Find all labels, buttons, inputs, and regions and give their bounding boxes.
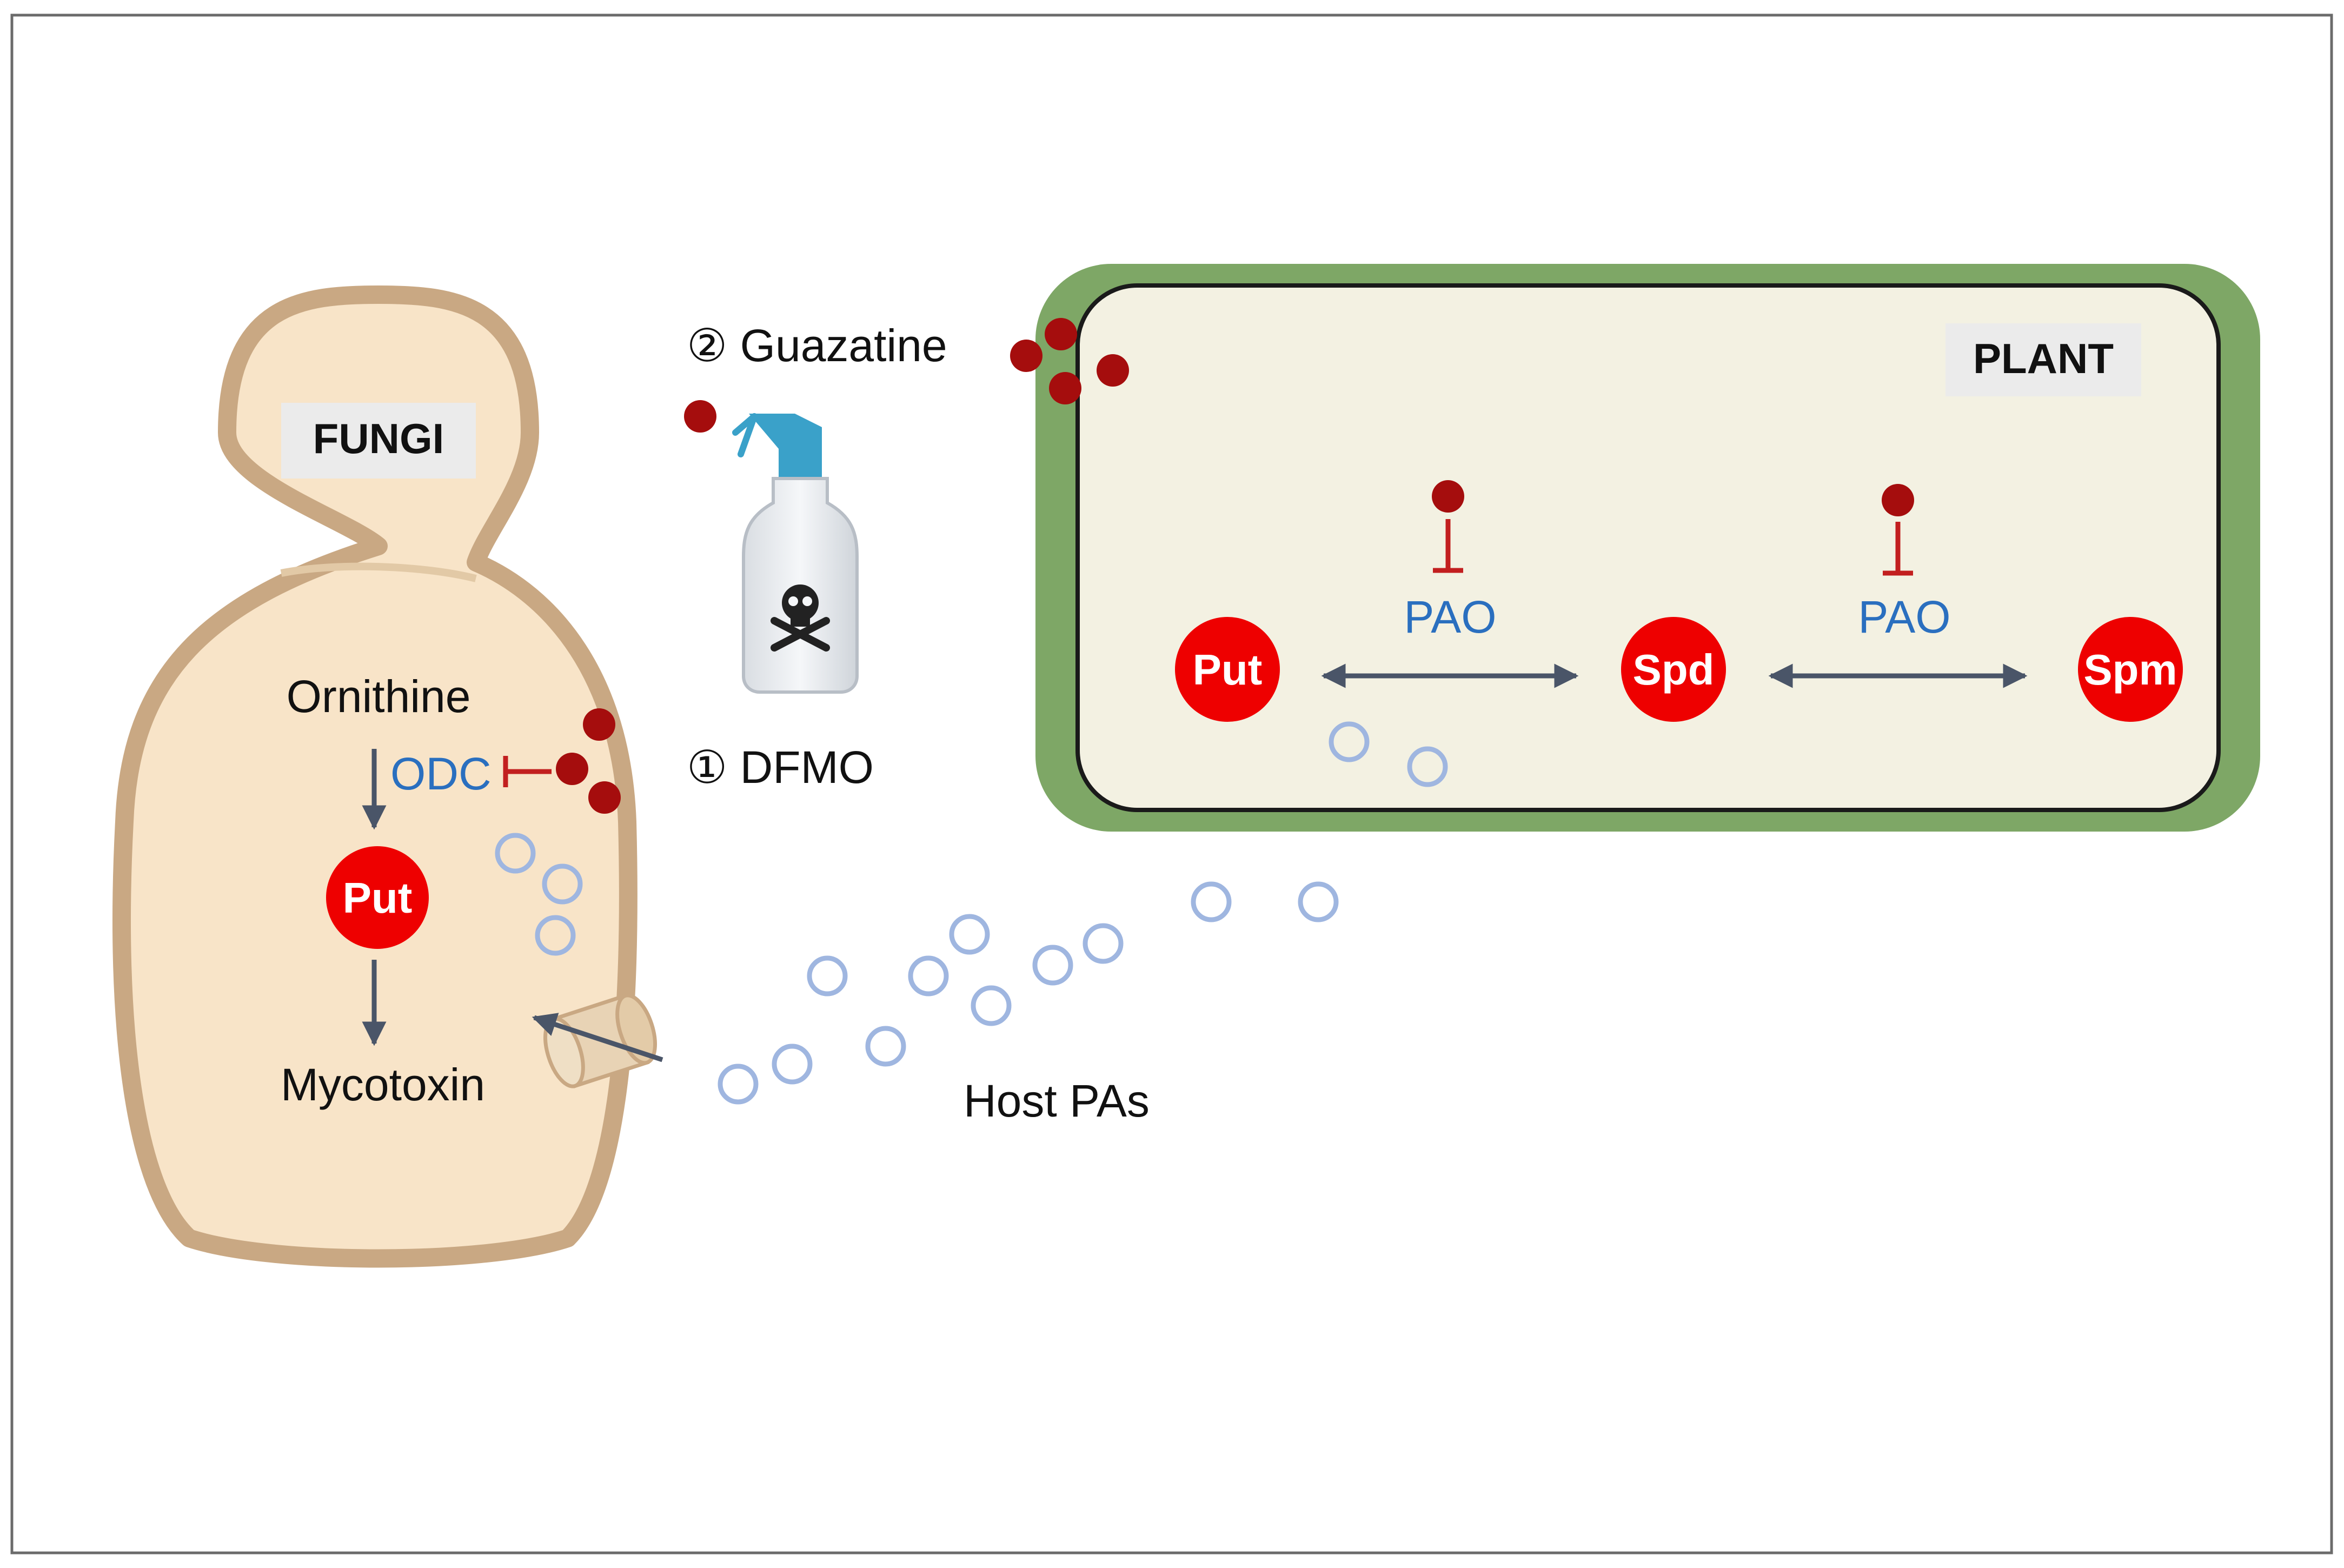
fungi-title-box bbox=[281, 403, 476, 479]
dfmo-inhibitor-dot bbox=[588, 781, 621, 814]
host-pa-circle bbox=[495, 833, 536, 874]
odc-label: ODC bbox=[390, 748, 492, 799]
host-pa-circle bbox=[542, 863, 583, 905]
plant-spm-circle bbox=[2078, 617, 2183, 722]
host-pa-circle bbox=[971, 985, 1012, 1026]
host-pas-stream bbox=[718, 881, 1339, 1105]
guazatine-inhibitor-dot bbox=[1010, 340, 1042, 372]
uptake-arrow bbox=[532, 1013, 663, 1062]
fungi-put-label: Put bbox=[343, 874, 413, 922]
host-pas-label: Host PAs bbox=[964, 1075, 1150, 1126]
pao-inhibition-bar bbox=[1883, 522, 1913, 576]
plant-spd-circle bbox=[1621, 617, 1726, 722]
host-pa-circle bbox=[807, 955, 848, 996]
host-pa-circle bbox=[1298, 881, 1339, 922]
plant-cell: PLANT PAO PAO Put Spd Spm bbox=[1010, 264, 2260, 832]
guazatine-inhibitor-dot bbox=[1045, 318, 1077, 350]
plant-title-box bbox=[1945, 323, 2141, 396]
fungi-put-circle bbox=[326, 846, 429, 949]
plant-spd-label: Spd bbox=[1632, 646, 1714, 694]
host-pa-circle bbox=[1083, 923, 1124, 964]
pao-inhibition-bar bbox=[1433, 519, 1463, 573]
fungi-cell: FUNGI Ornithine ODC Put Mycotoxin bbox=[112, 285, 663, 1268]
odc-inhibition-bar bbox=[503, 756, 552, 787]
plant-put-circle bbox=[1175, 617, 1280, 722]
fungi-bud-septum bbox=[280, 562, 477, 582]
spray-bottle-icon bbox=[732, 413, 859, 694]
guazatine-label: ② Guazatine bbox=[687, 320, 947, 371]
host-pa-circle bbox=[535, 915, 576, 956]
host-pa-circle bbox=[772, 1044, 813, 1085]
mycotoxin-label: Mycotoxin bbox=[281, 1059, 485, 1110]
pao-inhibitor-dot bbox=[1882, 484, 1914, 516]
host-pa-circle bbox=[908, 955, 949, 996]
pao-right-label: PAO bbox=[1858, 592, 1950, 642]
fungi-title: FUNGI bbox=[313, 415, 444, 462]
plant-put-label: Put bbox=[1193, 646, 1263, 694]
guazatine-inhibitor-dot bbox=[1097, 354, 1129, 387]
host-pa-circle bbox=[1407, 746, 1448, 787]
host-pa-circle bbox=[949, 914, 990, 955]
pao-left-label: PAO bbox=[1404, 592, 1496, 642]
host-pa-circle bbox=[865, 1026, 906, 1067]
host-pa-circle bbox=[1329, 721, 1370, 762]
guazatine-inhibitor-dot bbox=[1049, 372, 1081, 404]
pao-inhibitor-dot bbox=[1432, 480, 1464, 513]
host-pa-circle bbox=[1032, 945, 1073, 986]
plant-spm-label: Spm bbox=[2083, 646, 2177, 694]
host-pa-circle bbox=[718, 1064, 759, 1105]
dfmo-inhibitor-dot bbox=[583, 708, 615, 741]
host-pa-circle bbox=[1191, 881, 1232, 922]
ornithine-label: Ornithine bbox=[287, 671, 471, 722]
figure-border bbox=[10, 14, 2333, 1554]
skull-crossbones-icon bbox=[771, 584, 830, 652]
spray-droplet-dot bbox=[684, 400, 716, 433]
dfmo-label: ① DFMO bbox=[687, 742, 874, 793]
plant-title: PLANT bbox=[1973, 335, 2114, 382]
dfmo-inhibitor-dot bbox=[556, 753, 588, 785]
